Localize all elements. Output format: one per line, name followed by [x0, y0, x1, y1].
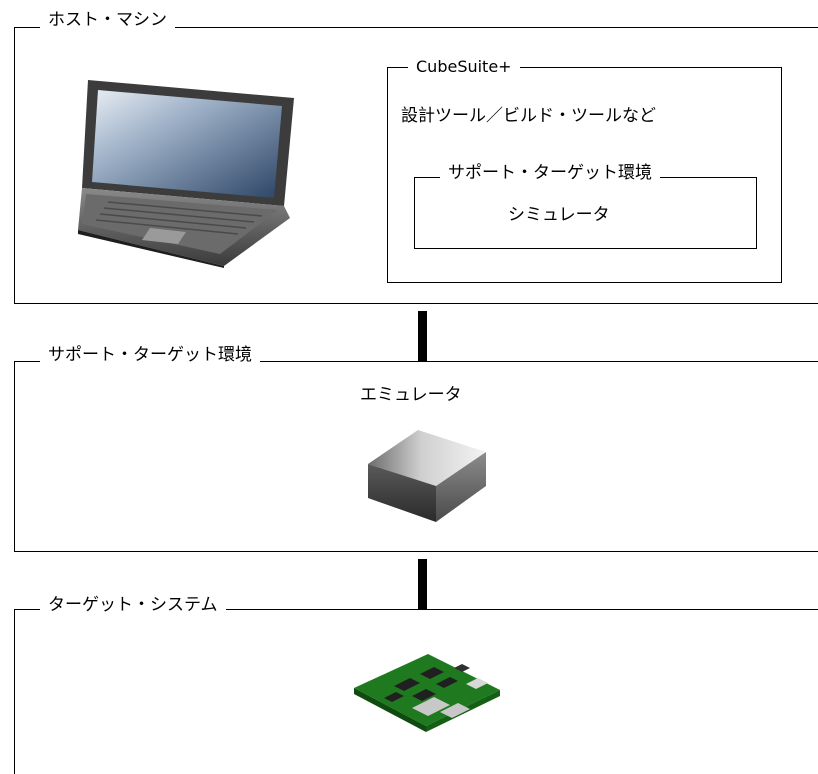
- host-bottom-border: [14, 303, 818, 304]
- emulator-label: エミュレータ: [360, 385, 462, 405]
- cubesuite-box: [387, 67, 782, 283]
- target-system-title: ターゲット・システム: [40, 594, 226, 616]
- connector-host-support: [418, 311, 427, 361]
- host-left-border: [14, 27, 15, 304]
- support-env-title: サポート・ターゲット環境: [40, 344, 260, 366]
- cubesuite-title: CubeSuite+: [408, 56, 520, 78]
- host-title: ホスト・マシン: [40, 9, 175, 31]
- host-top-border: [14, 27, 818, 28]
- connector-support-target: [418, 559, 427, 609]
- support-bottom-border: [14, 551, 818, 552]
- circuit-board-icon: [354, 654, 500, 732]
- simulator-label: シミュレータ: [508, 205, 610, 225]
- target-top-border: [14, 609, 818, 610]
- target-left-border: [14, 609, 15, 774]
- design-build-tools-label: 設計ツール／ビルド・ツールなど: [401, 106, 656, 126]
- inner-support-env-title: サポート・ターゲット環境: [440, 162, 660, 184]
- laptop-icon: [78, 80, 294, 268]
- emulator-box-icon: [368, 430, 486, 522]
- support-left-border: [14, 361, 15, 552]
- support-top-border: [14, 361, 818, 362]
